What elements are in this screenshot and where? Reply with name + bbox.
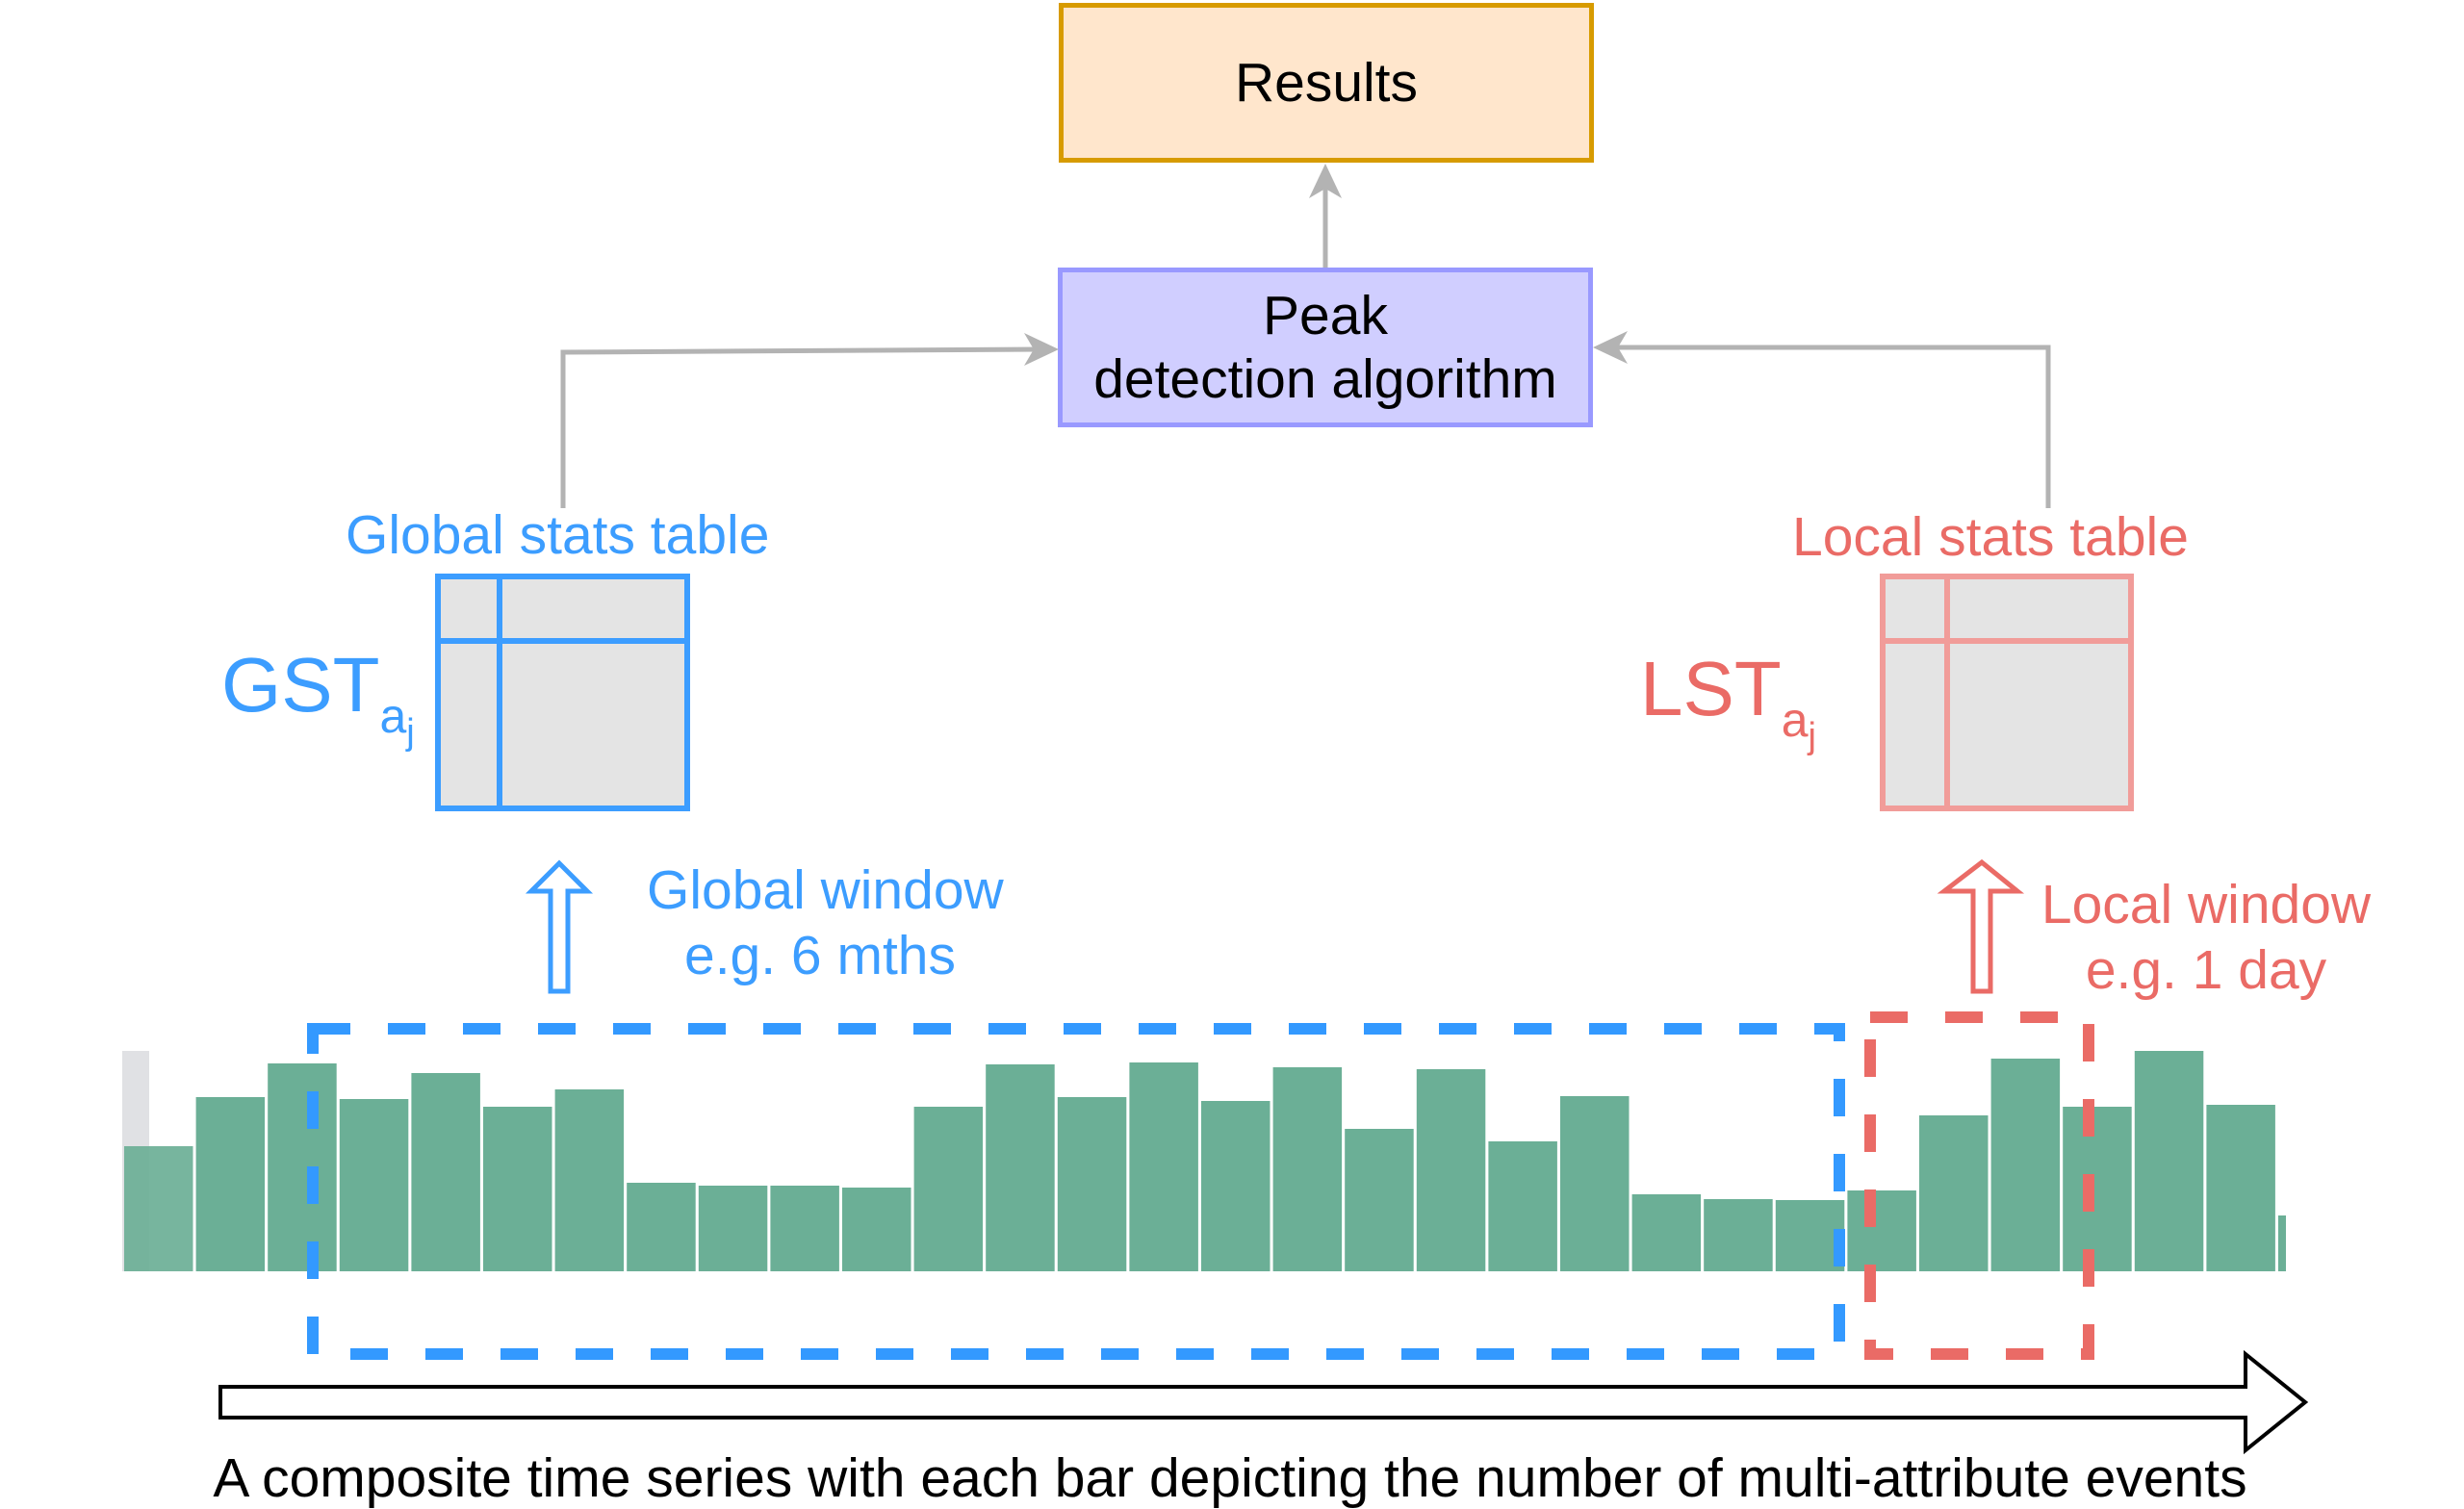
gst-symbol: GSTaj: [221, 647, 415, 752]
bar-t4: [339, 1099, 409, 1271]
bar-t14: [1057, 1097, 1127, 1271]
bar-t1: [124, 1146, 193, 1271]
bar-t5: [411, 1073, 480, 1271]
table-column-divider: [1944, 579, 1950, 806]
gst-symbol-main: GST: [221, 642, 380, 728]
table-column-divider: [497, 579, 502, 806]
connector-global-to-peak: [560, 346, 1040, 508]
bar-t16: [1201, 1101, 1270, 1271]
local-window-arrow-icon: [1937, 858, 2025, 994]
lst-symbol-sub: a: [1781, 693, 1809, 747]
lst-symbol-main: LST: [1640, 646, 1782, 731]
bar-t23: [1704, 1199, 1773, 1271]
local-window-label: Local window e.g. 1 day: [2033, 872, 2379, 1003]
bar-t30: [2206, 1105, 2275, 1271]
local-window-line1: Local window: [2040, 874, 2372, 935]
local-window-dashed-rect: [1864, 1011, 2094, 1360]
bar-t6: [483, 1107, 552, 1271]
bar-t29: [2134, 1051, 2204, 1271]
bar-t31: [2278, 1215, 2286, 1271]
global-stats-table-label: Global stats table: [346, 504, 770, 566]
bar-t22: [1631, 1194, 1702, 1271]
bar-t27: [1990, 1059, 2061, 1271]
bar-t15: [1129, 1062, 1198, 1271]
bar-t9: [698, 1186, 768, 1271]
global-stats-table-icon: [435, 574, 690, 811]
global-window-line2: e.g. 6 mths: [684, 925, 956, 986]
arrowhead-results: [1309, 164, 1342, 198]
local-window-line2: e.g. 1 day: [2085, 939, 2327, 1001]
connector-local-to-peak: [1611, 345, 2051, 508]
bar-t2: [195, 1097, 266, 1271]
gst-symbol-subsub: j: [406, 712, 415, 753]
results-box: Results: [1059, 3, 1594, 163]
time-axis-arrow-icon: [218, 1349, 2309, 1455]
bar-t21: [1560, 1096, 1630, 1271]
arrowhead-local-to-peak: [1593, 331, 1628, 364]
results-label: Results: [1234, 52, 1419, 114]
global-window-dashed-rect: [307, 1023, 1845, 1360]
global-window-arrow-icon: [525, 859, 594, 994]
bar-t18: [1345, 1129, 1414, 1271]
bar-t24: [1775, 1200, 1845, 1271]
local-stats-table-icon: [1880, 574, 2134, 811]
time-series-caption: A composite time series with each bar de…: [213, 1447, 2247, 1509]
bar-t19: [1416, 1069, 1486, 1271]
table-row-divider: [441, 638, 684, 644]
global-window-line1: Global window: [647, 859, 1004, 921]
local-stats-table-label: Local stats table: [1792, 506, 2189, 568]
peak-label-line1: Peak: [1263, 285, 1388, 346]
arrowhead-global-to-peak: [1024, 333, 1059, 366]
lst-symbol: LSTaj: [1640, 651, 1816, 755]
peak-detection-box: Peak detection algorithm: [1058, 268, 1593, 427]
bar-t8: [627, 1183, 696, 1271]
bar-t20: [1488, 1141, 1557, 1271]
bar-t13: [986, 1064, 1055, 1271]
bar-t3: [268, 1063, 337, 1271]
bar-t28: [2063, 1107, 2132, 1271]
table-row-divider: [1886, 638, 2128, 644]
bar-t7: [554, 1089, 625, 1271]
bar-t26: [1919, 1115, 1989, 1271]
bar-t17: [1272, 1067, 1343, 1271]
gst-symbol-sub: a: [379, 689, 407, 743]
time-series-bars: [122, 1051, 2286, 1271]
peak-label-line2: detection algorithm: [1093, 348, 1557, 410]
bar-t10: [770, 1186, 839, 1271]
lst-symbol-subsub: j: [1808, 716, 1816, 756]
bar-t25: [1847, 1190, 1916, 1271]
bar-t11: [842, 1188, 911, 1271]
bar-t12: [913, 1107, 984, 1271]
global-window-label: Global window e.g. 6 mths: [647, 857, 1004, 988]
